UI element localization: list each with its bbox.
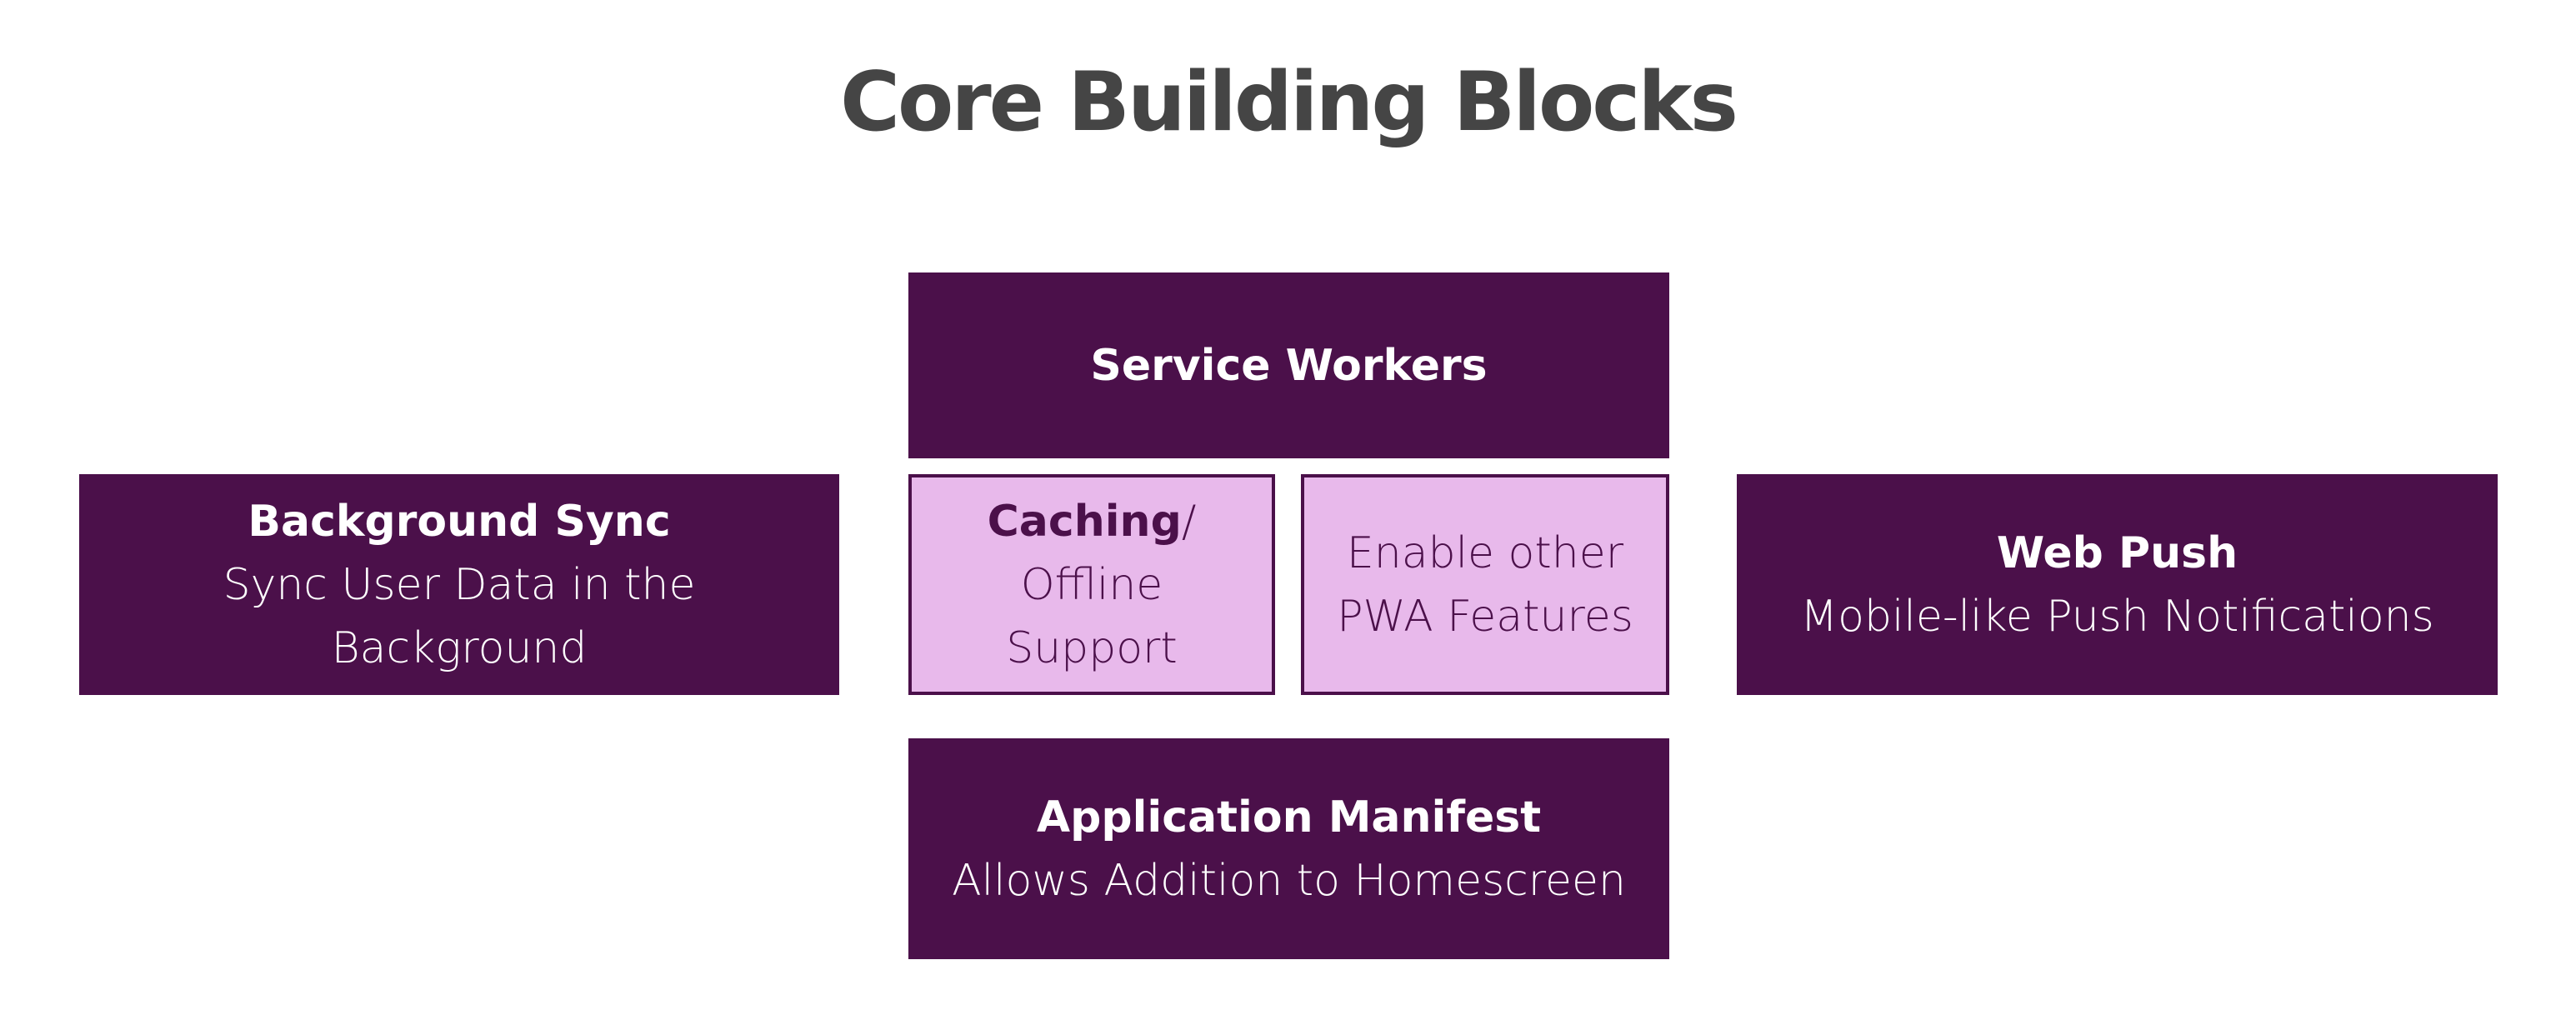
background-sync-block: Background Sync Sync User Data in the Ba… xyxy=(79,474,839,695)
caching-heading-text: Caching xyxy=(987,496,1182,547)
enable-pwa-features-block: Enable other PWA Features xyxy=(1301,474,1669,695)
web-push-heading: Web Push xyxy=(1996,528,2238,578)
background-sync-description-line2: Background xyxy=(331,622,588,673)
service-workers-block: Service Workers xyxy=(908,272,1669,458)
enable-pwa-line1: Enable other xyxy=(1346,528,1624,578)
caching-description-line1: Offline xyxy=(1020,559,1163,610)
caching-description-line2: Support xyxy=(1006,622,1178,673)
web-push-block: Web Push Mobile-like Push Notifications xyxy=(1737,474,2498,695)
application-manifest-heading: Application Manifest xyxy=(1036,792,1542,842)
web-push-description: Mobile-like Push Notifications xyxy=(1800,591,2434,642)
application-manifest-description: Allows Addition to Homescreen xyxy=(952,855,1626,906)
caching-offline-block: Caching/ Offline Support xyxy=(908,474,1275,695)
caching-heading-slash: / xyxy=(1181,496,1197,547)
background-sync-description-line1: Sync User Data in the xyxy=(223,559,696,610)
enable-pwa-line2: PWA Features xyxy=(1337,591,1633,642)
background-sync-heading: Background Sync xyxy=(248,496,671,547)
application-manifest-block: Application Manifest Allows Addition to … xyxy=(908,738,1669,959)
service-workers-heading: Service Workers xyxy=(1090,340,1488,391)
slide-title: Core Building Blocks xyxy=(840,55,1738,150)
caching-heading: Caching/ xyxy=(988,490,1197,553)
